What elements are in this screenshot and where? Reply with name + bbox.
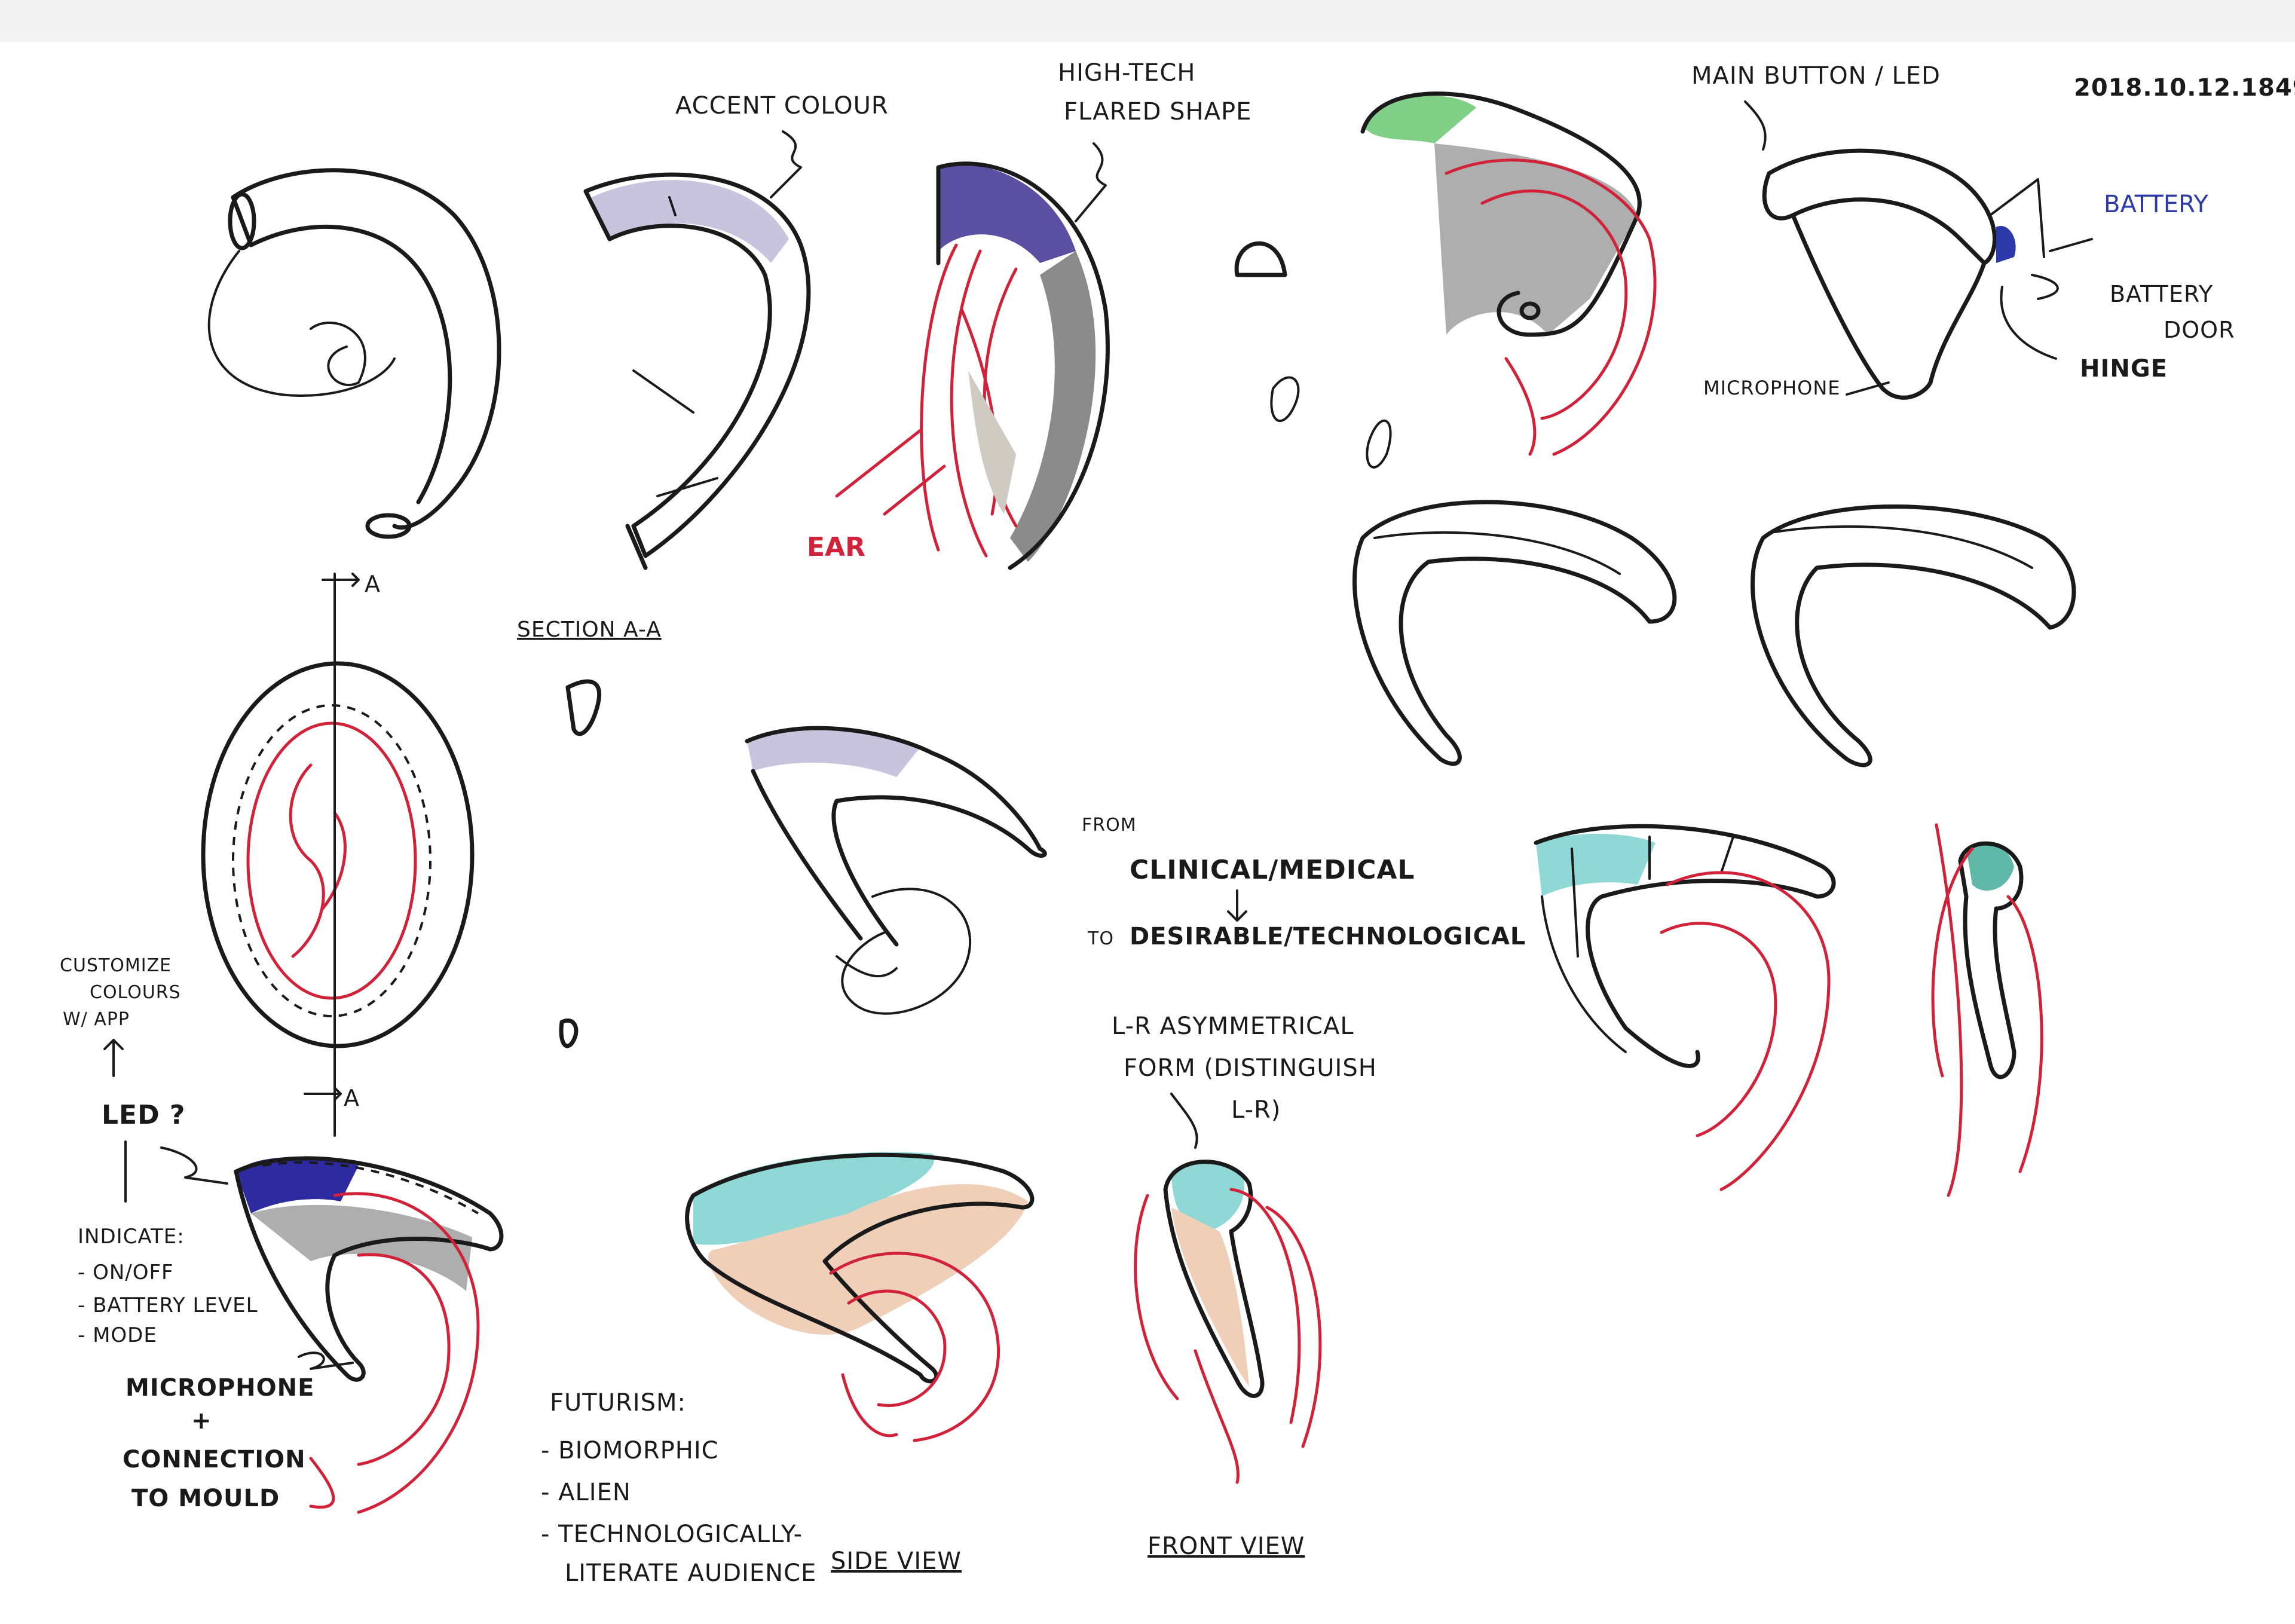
sketch-band-outline-right (1750, 504, 2076, 767)
arrow-microphone (298, 1351, 354, 1370)
label-battery-level: - BATTERY LEVEL (78, 1293, 258, 1317)
sketch-battery-hinge (1762, 148, 2045, 400)
label-hinge: HINGE (2080, 355, 2168, 383)
label-battery: BATTERY (2104, 191, 2208, 218)
arrow-high-tech (1075, 142, 1107, 222)
label-main-button: MAIN BUTTON / LED (1691, 62, 1941, 90)
sketch-front-view-earpiece (1134, 1160, 1322, 1484)
label-desirable: DESIRABLE/TECHNOLOGICAL (1130, 923, 1526, 950)
label-customize-2: COLOURS (90, 982, 181, 1003)
label-lr-1: L-R ASYMMETRICAL (1112, 1013, 1354, 1040)
label-section-marker-bottom: A (344, 1085, 360, 1111)
label-alien: - ALIEN (541, 1479, 631, 1506)
label-front-view: FRONT VIEW (1148, 1533, 1305, 1560)
label-high-tech-2: FLARED SHAPE (1064, 98, 1251, 126)
sketch-small-doodles (1234, 241, 1392, 469)
sketch-section-ellipse (201, 573, 475, 1137)
label-tech-lit-1: - TECHNOLOGICALLY- (541, 1521, 803, 1548)
label-futurism: FUTURISM: (550, 1389, 686, 1417)
section-profile-large (565, 679, 602, 736)
section-profile-small (559, 1018, 579, 1048)
label-high-tech-1: HIGH-TECH (1058, 59, 1195, 87)
arrow-battery-door (2031, 274, 2059, 300)
label-battery-door-2: DOOR (2164, 317, 2235, 343)
label-tech-lit-2: LITERATE AUDIENCE (565, 1559, 816, 1587)
label-from: FROM (1082, 815, 1137, 836)
label-biomorphic: - BIOMORPHIC (541, 1437, 719, 1464)
label-microphone: MICROPHONE (126, 1374, 314, 1402)
arrow-customize (103, 1039, 124, 1077)
arrow-hinge (2000, 286, 2057, 360)
label-clinical: CLINICAL/MEDICAL (1130, 855, 1415, 885)
label-on-off: - ON/OFF (78, 1261, 174, 1284)
arrow-led-right (160, 1146, 228, 1185)
arrow-battery (2049, 238, 2093, 252)
label-lr-2: FORM (DISTINGUISH (1124, 1054, 1377, 1082)
arrow-microphone-small (1846, 381, 1890, 396)
arrow-lr (1170, 1093, 1198, 1149)
date-stamp: 2018.10.12.1849 (2074, 74, 2295, 102)
sketch-lavender-twist (745, 726, 1047, 1015)
label-accent-colour: ACCENT COLOUR (675, 92, 889, 120)
sketch-flared-on-ear (920, 161, 1110, 570)
label-to-mould: TO MOULD (131, 1485, 280, 1512)
label-lr-3: L-R) (1231, 1096, 1281, 1124)
label-customize-3: W/ APP (63, 1009, 130, 1030)
label-customize-1: CUSTOMIZE (60, 955, 172, 976)
label-side-view: SIDE VIEW (831, 1547, 962, 1575)
label-mode: - MODE (78, 1323, 157, 1347)
sketch-teal-segmented (1534, 824, 1836, 1191)
arrow-clinical-to-desirable (1227, 889, 1247, 922)
arrow-accent-colour (770, 130, 802, 198)
label-section-title: SECTION A-A (517, 617, 662, 642)
arrow-main-button (1744, 100, 1767, 151)
label-to: TO (1087, 928, 1114, 949)
sketch-hook-outline (207, 168, 501, 539)
arrow-ear (835, 429, 946, 516)
sketch-teal-front (1931, 823, 2043, 1197)
label-section-marker-top: A (365, 571, 381, 597)
sketch-side-view-earpiece (685, 1152, 1035, 1442)
label-microphone-small: MICROPHONE (1703, 377, 1841, 399)
label-connection: CONNECTION (123, 1446, 306, 1473)
label-led-q: LED ? (102, 1100, 185, 1130)
label-plus: + (191, 1407, 212, 1435)
label-indicate: INDICATE: (78, 1225, 185, 1249)
sketch-accent-band (583, 172, 811, 570)
label-battery-door-1: BATTERY (2110, 281, 2213, 307)
sketch-band-outline-left (1352, 500, 1677, 766)
sketch-green-earpiece (1360, 91, 1657, 456)
sketch-blue-led-earpiece (234, 1156, 504, 1514)
label-ear: EAR (807, 532, 865, 562)
